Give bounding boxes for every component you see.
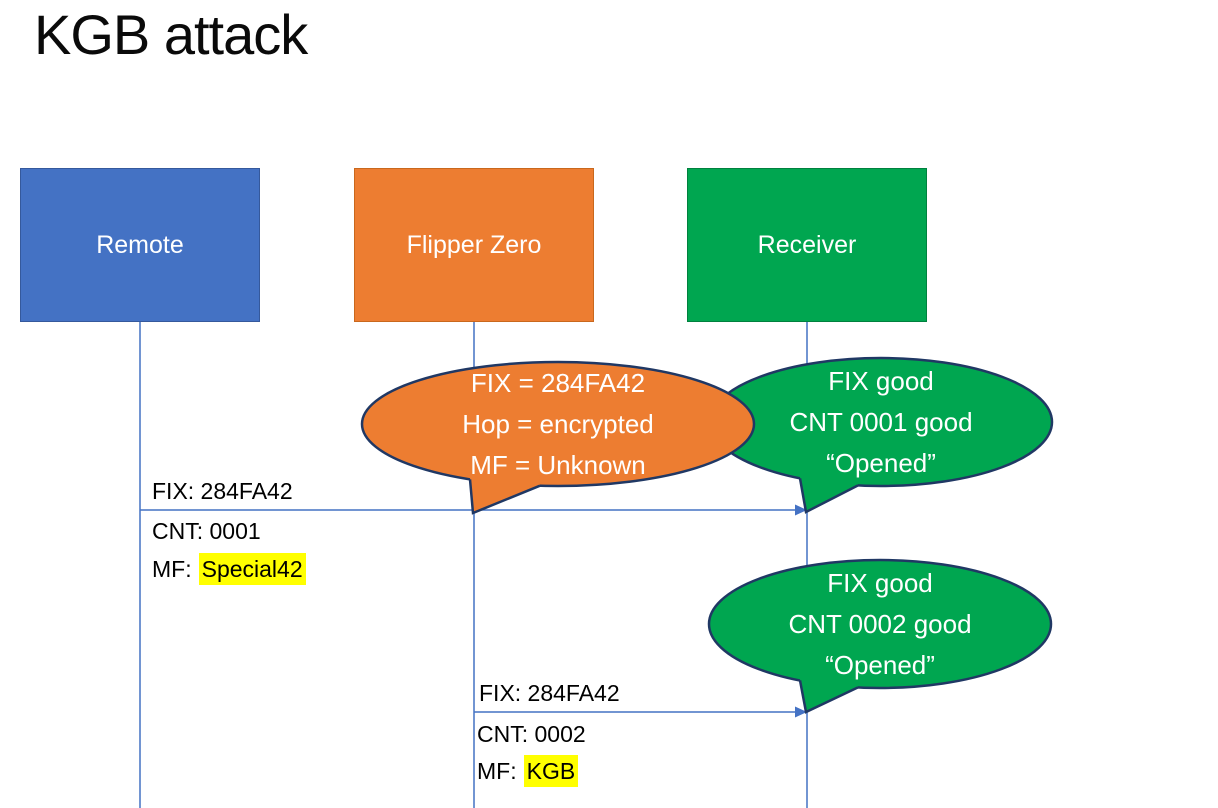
message2-arrow-head bbox=[795, 706, 807, 718]
bubble-line-mf: MF = Unknown bbox=[470, 450, 646, 480]
actor-label-remote: Remote bbox=[96, 230, 184, 259]
bubble-receiver-first bbox=[708, 356, 1054, 514]
bubble-receiver-second-ellipse bbox=[707, 558, 1053, 690]
bubble-line-fix-good: FIX good bbox=[828, 366, 934, 396]
bubble-line-cnt-good: CNT 0001 good bbox=[789, 407, 973, 437]
bubble-receiver-first-tail-outline bbox=[798, 478, 859, 514]
bubble-line-fix-good: FIX good bbox=[827, 568, 933, 598]
bubble-receiver-first-text: FIX good CNT 0001 good “Opened” bbox=[731, 361, 1031, 484]
bubble-receiver-second-text: FIX good CNT 0002 good “Opened” bbox=[730, 563, 1030, 686]
message1-arrow-head bbox=[795, 504, 807, 516]
message2-arrow bbox=[474, 706, 807, 718]
message1-arrow bbox=[140, 504, 807, 516]
bubble-receiver-second bbox=[707, 558, 1053, 714]
bubble-line-hop: Hop = encrypted bbox=[462, 409, 654, 439]
bubble-receiver-second-tail-outline bbox=[798, 680, 859, 714]
actor-box-remote: Remote bbox=[20, 168, 260, 322]
actor-box-receiver: Receiver bbox=[687, 168, 927, 322]
bubble-flipper-capture-ellipse bbox=[360, 360, 756, 488]
bubble-receiver-second-tail-fill bbox=[800, 662, 858, 712]
message2-fix-label: FIX: 284FA42 bbox=[479, 680, 620, 706]
message1-fix-label: FIX: 284FA42 bbox=[152, 478, 293, 504]
message2-mf-prefix: MF: bbox=[477, 758, 517, 784]
bubble-line-cnt-good: CNT 0002 good bbox=[788, 609, 972, 639]
actor-label-receiver: Receiver bbox=[757, 230, 857, 259]
bubble-flipper-capture-text: FIX = 284FA42 Hop = encrypted MF = Unkno… bbox=[388, 363, 728, 486]
slide-title: KGB attack bbox=[34, 3, 308, 66]
bubble-flipper-capture-tail-outline bbox=[468, 479, 541, 515]
actor-label-flipper-zero: Flipper Zero bbox=[406, 230, 542, 259]
message2-mf-value-highlighted: KGB bbox=[523, 755, 579, 787]
message1-mf-value-highlighted: Special42 bbox=[198, 553, 306, 585]
actor-box-flipper-zero: Flipper Zero bbox=[354, 168, 594, 322]
message1-cnt-label: CNT: 0001 bbox=[152, 518, 261, 544]
bubble-flipper-capture bbox=[360, 360, 756, 515]
bubble-receiver-first-tail-fill bbox=[800, 460, 858, 512]
bubble-line-opened: “Opened” bbox=[825, 650, 935, 680]
message1-mf-label: MF:Special42 bbox=[152, 553, 306, 585]
bubble-line-fix: FIX = 284FA42 bbox=[470, 368, 646, 398]
message2-cnt-label: CNT: 0002 bbox=[477, 721, 586, 747]
message1-mf-prefix: MF: bbox=[152, 556, 192, 582]
bubble-line-opened: “Opened” bbox=[826, 448, 936, 478]
bubble-flipper-capture-tail-fill bbox=[470, 462, 540, 513]
message2-mf-label: MF:KGB bbox=[477, 755, 579, 787]
